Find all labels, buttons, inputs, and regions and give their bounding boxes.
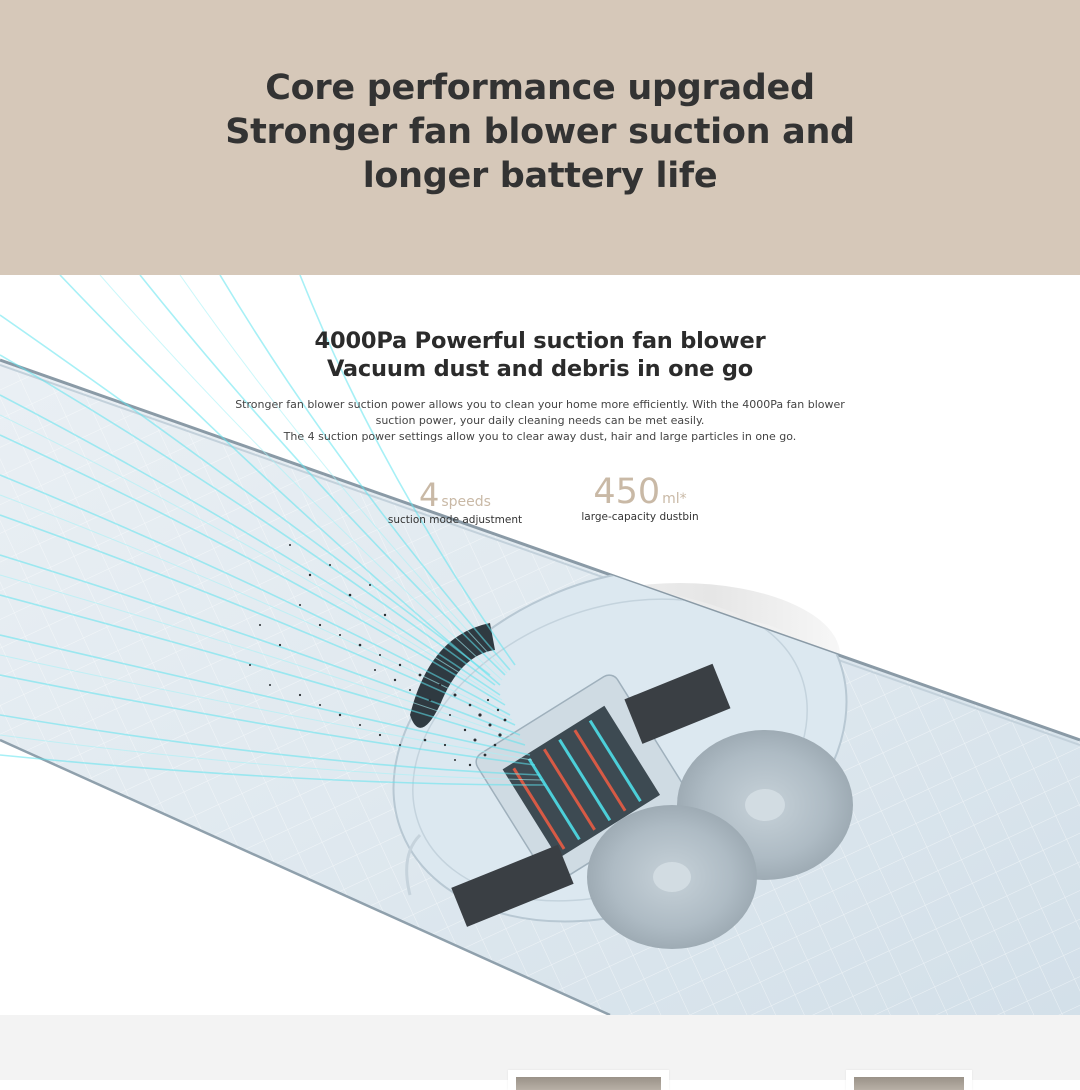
stat-number: 4 [419, 476, 440, 514]
product-card-image [854, 1077, 964, 1090]
feature-title-line-1: 4000Pa Powerful suction fan blower [314, 328, 766, 354]
feature-description-line-2: suction power, your daily cleaning needs… [375, 414, 705, 427]
robot-vacuum-illustration [0, 275, 1080, 1015]
product-card-1[interactable] [508, 1070, 669, 1090]
stat-label: large-capacity dustbin [581, 511, 699, 523]
airflow-lines [0, 275, 546, 786]
hero-title-line-2: Stronger fan blower suction and [225, 112, 855, 152]
hero-banner: Core performance upgraded Stronger fan b… [0, 0, 1080, 275]
stat-unit: ml* [662, 491, 687, 507]
hero-title-line-3: longer battery life [362, 156, 718, 196]
product-card-image [516, 1077, 661, 1090]
hero-title: Core performance upgraded Stronger fan b… [0, 66, 1080, 198]
suction-feature-section: 4000Pa Powerful suction fan blower Vacuu… [0, 275, 1080, 1015]
hero-title-line-1: Core performance upgraded [265, 68, 815, 108]
next-section [0, 1015, 1080, 1090]
stat-label: suction mode adjustment [387, 514, 523, 526]
stat-unit: speeds [441, 494, 491, 510]
feature-title: 4000Pa Powerful suction fan blower Vacuu… [0, 327, 1080, 383]
product-card-2[interactable] [846, 1070, 972, 1090]
feature-description-line-3: The 4 suction power settings allow you t… [283, 430, 797, 443]
feature-description: Stronger fan blower suction power allows… [0, 397, 1080, 445]
feature-title-line-2: Vacuum dust and debris in one go [326, 356, 754, 382]
dust-particles [249, 544, 507, 767]
feature-description-line-1: Stronger fan blower suction power allows… [235, 398, 845, 411]
stat-number: 450 [593, 472, 661, 512]
